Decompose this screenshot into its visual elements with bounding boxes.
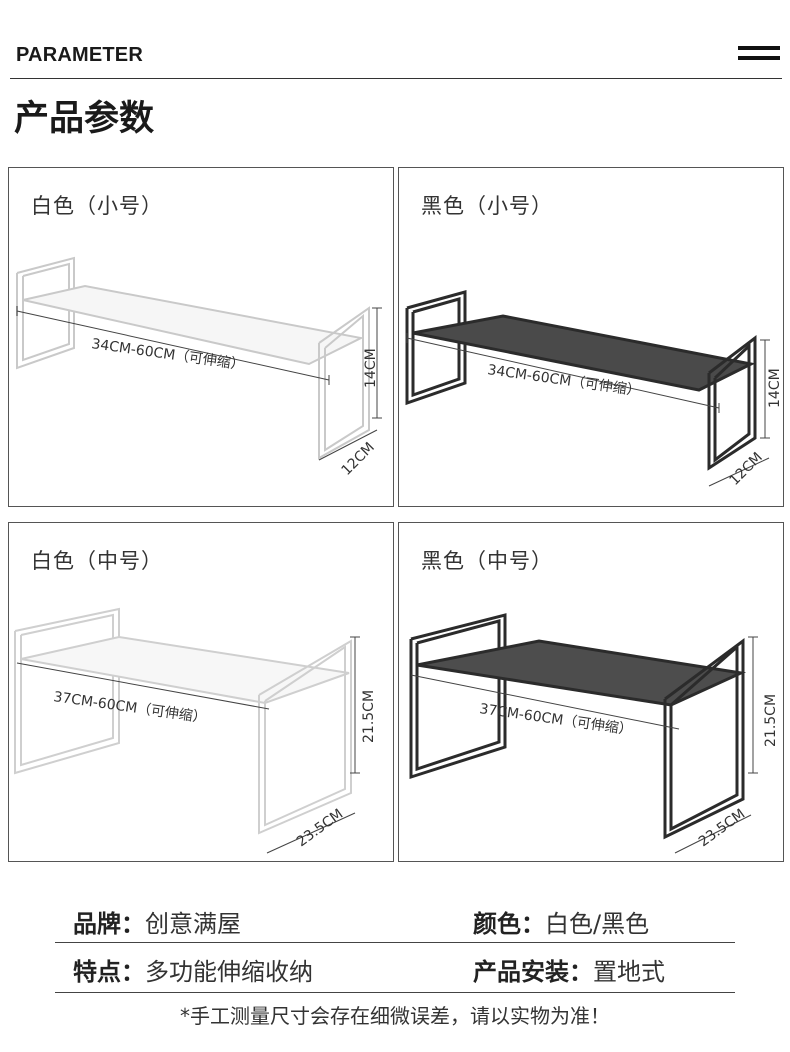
spec-divider (55, 992, 735, 993)
spec-row-feature: 特点：多功能伸缩收纳 产品安装：置地式 (55, 944, 735, 990)
install-value: 置地式 (593, 958, 665, 986)
shelf-illustration: 34CM-60CM（可伸缩） 14CM 12CM (16, 256, 382, 479)
install-label: 产品安装： (473, 958, 593, 986)
panel-black-medium: 黑色（中号） 37CM-60CM（可伸缩） 21.5CM 23.5CM (398, 522, 784, 862)
brand-value: 创意满屋 (145, 910, 241, 938)
height-label: 14CM (767, 368, 783, 408)
header-title-zh: 产品参数 (14, 99, 155, 139)
color-value: 白色/黑色 (545, 910, 650, 938)
length-label: 37CM-60CM（可伸缩） (52, 689, 207, 726)
header-title-en: PARAMETER (16, 44, 143, 66)
feature-label: 特点： (73, 958, 145, 986)
shelf-illustration: 34CM-60CM（可伸缩） 14CM 12CM (405, 290, 783, 489)
panel-white-small: 白色（小号） 34CM-60CM（可伸缩） 14CM 12CM (8, 167, 394, 507)
height-label: 21.5CM (763, 694, 779, 747)
depth-label: 23.5CM (294, 806, 346, 850)
measurement-note: *手工测量尺寸会存在细微误差，请以实物为准！ (180, 1004, 610, 1028)
color-label: 颜色： (473, 910, 545, 938)
spec-divider (55, 942, 735, 943)
panel-title: 黑色（小号） (421, 194, 553, 218)
length-label: 37CM-60CM（可伸缩） (478, 701, 633, 738)
spec-row-brand: 品牌：创意满屋 颜色：白色/黑色 (55, 896, 735, 942)
panel-title: 白色（小号） (31, 194, 163, 218)
height-label: 14CM (363, 348, 379, 388)
panel-black-small: 黑色（小号） 34CM-60CM（可伸缩） 14CM 12CM (398, 167, 784, 507)
panel-title: 黑色（中号） (421, 549, 553, 573)
height-label: 21.5CM (361, 690, 377, 743)
shelf-illustration: 37CM-60CM（可伸缩） 21.5CM 23.5CM (409, 613, 779, 854)
brand-label: 品牌： (73, 910, 145, 938)
menu-icon[interactable] (738, 46, 780, 62)
shelf-illustration: 37CM-60CM（可伸缩） 21.5CM 23.5CM (14, 607, 377, 854)
panel-title: 白色（中号） (31, 549, 163, 573)
panel-white-medium: 白色（中号） 37CM-60CM（可伸缩） 21.5CM 23.5CM (8, 522, 394, 862)
depth-label: 12CM (339, 439, 378, 478)
feature-value: 多功能伸缩收纳 (145, 958, 313, 986)
depth-label: 12CM (727, 449, 766, 488)
header-divider (10, 78, 782, 79)
